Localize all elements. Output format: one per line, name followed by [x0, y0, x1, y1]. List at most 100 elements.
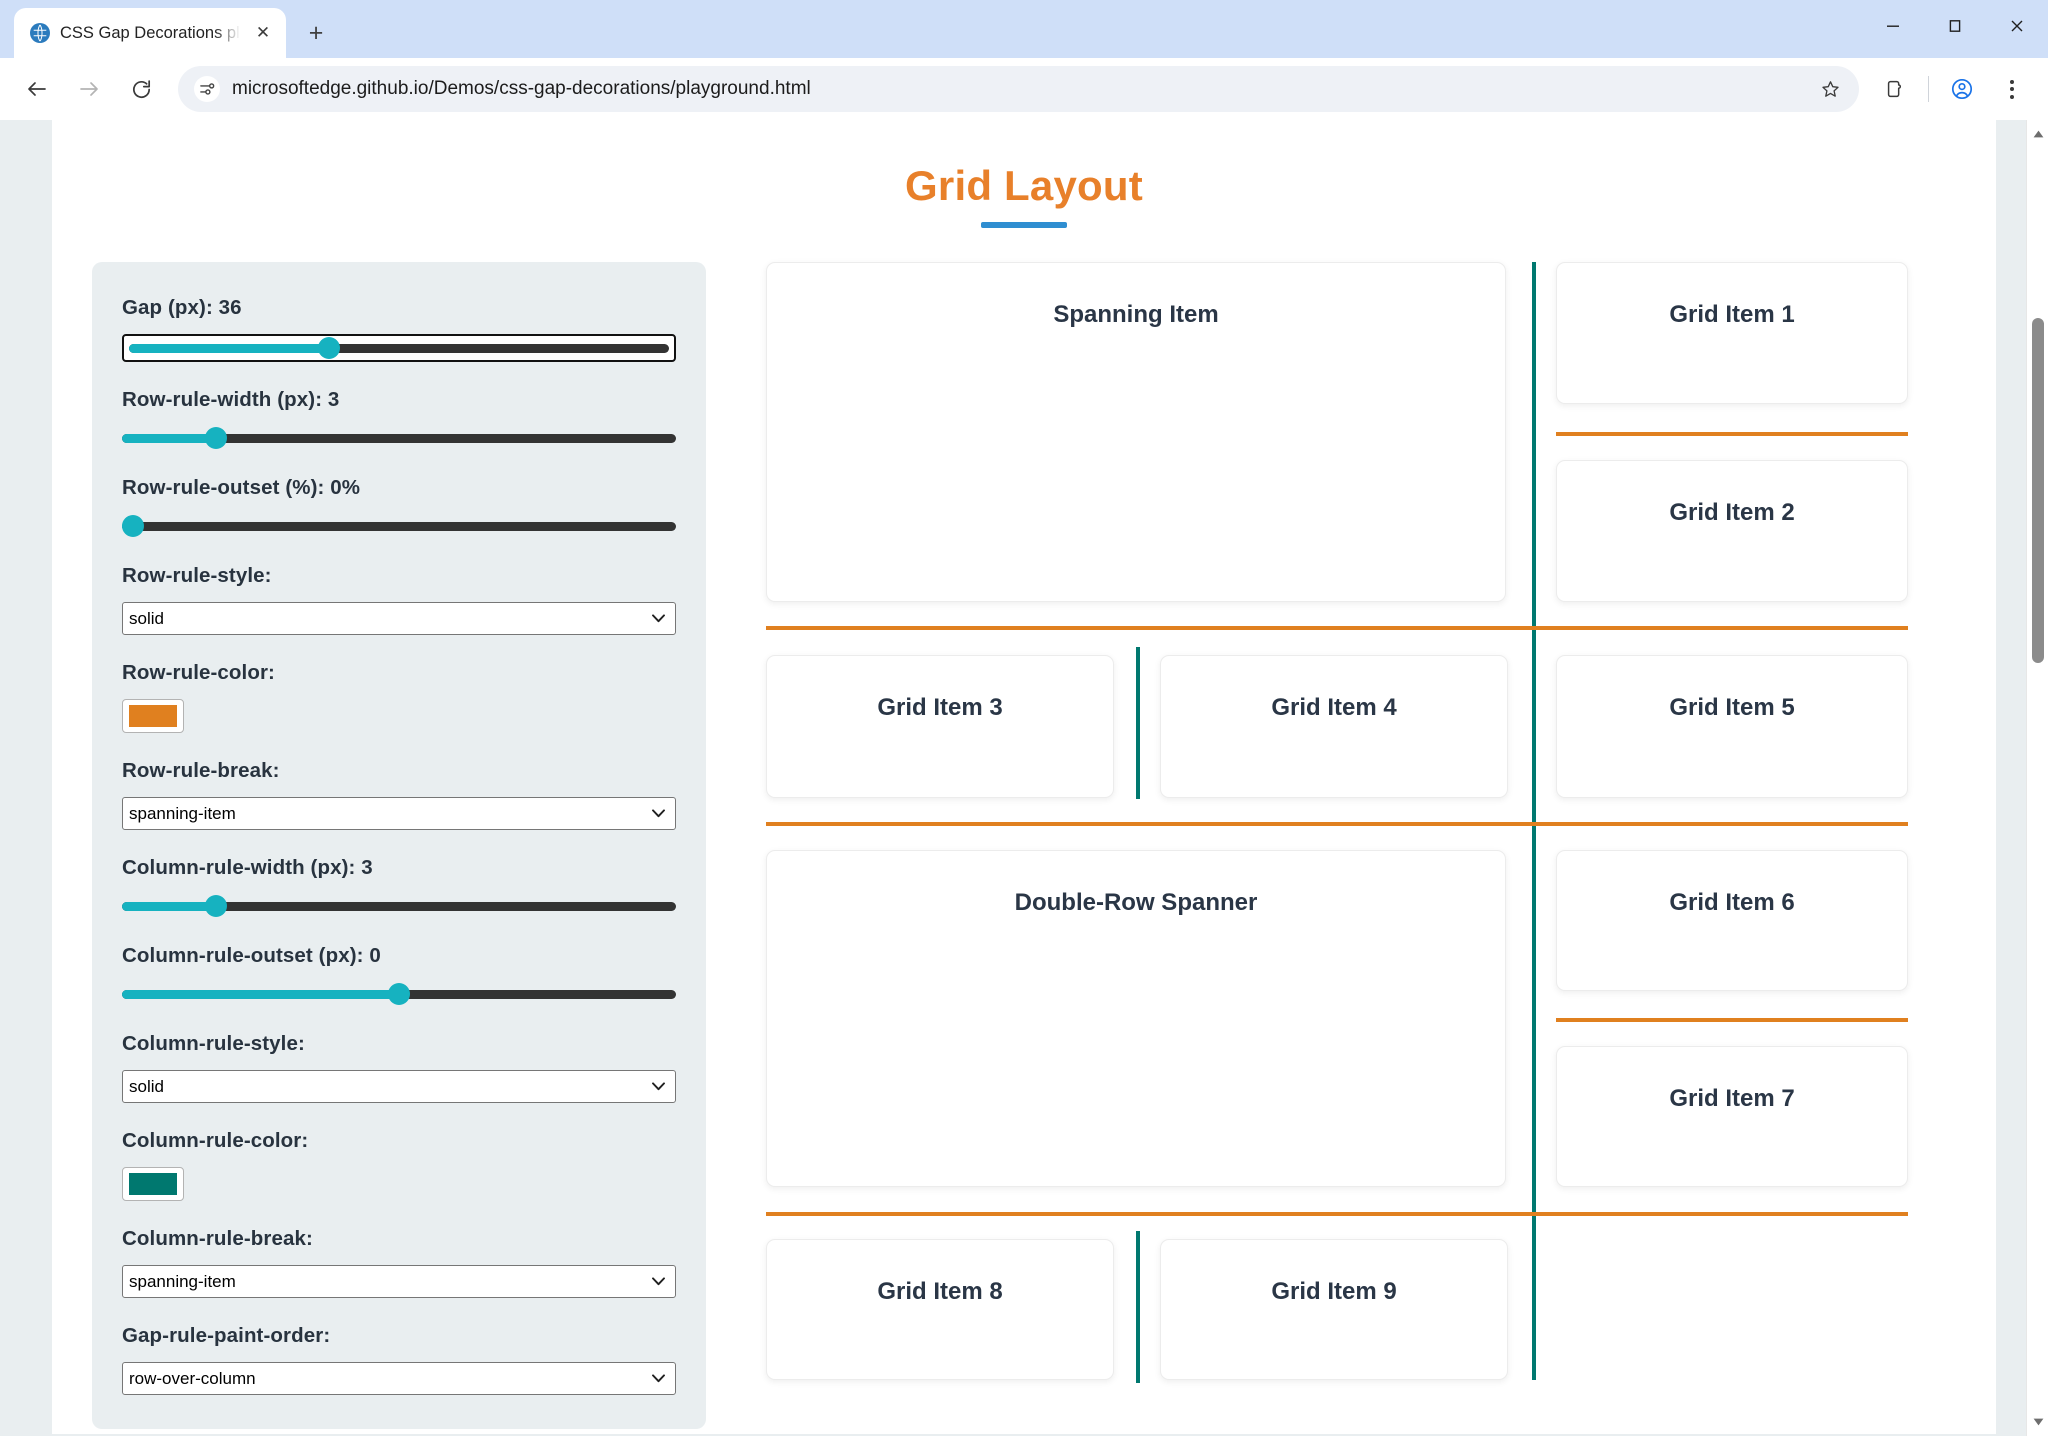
column-rule [1532, 262, 1536, 1380]
browser-titlebar: CSS Gap Decorations playground ✕ + [0, 0, 2048, 58]
row-rule [766, 626, 1908, 630]
control-column-rule-outset: Column-rule-outset (px): 0 [122, 944, 676, 1006]
grid-cell-label: Grid Item 6 [1669, 889, 1795, 916]
select-wrap-column-rule-break: nonespanning-itemintersection [122, 1265, 676, 1298]
select-column-rule-break[interactable]: nonespanning-itemintersection [122, 1265, 676, 1298]
browser-tab[interactable]: CSS Gap Decorations playground ✕ [14, 8, 286, 58]
control-label-row-rule-color: Row-rule-color: [122, 661, 275, 684]
slider-column-rule-outset[interactable] [122, 982, 676, 1006]
control-label-column-rule-outset: Column-rule-outset (px): 0 [122, 944, 381, 967]
control-label-column-rule-style: Column-rule-style: [122, 1032, 305, 1055]
row-rule [1556, 1018, 1908, 1022]
select-wrap-row-rule-style: nonesoliddasheddotteddoublegrooveridgein… [122, 602, 676, 635]
grid-cell-label: Double-Row Spanner [1014, 889, 1258, 916]
control-row-rule-outset: Row-rule-outset (%): 0% [122, 476, 676, 538]
row-rule [1556, 432, 1908, 436]
page-scrollbar[interactable] [2026, 120, 2048, 1436]
grid-cell-label: Grid Item 5 [1669, 694, 1795, 721]
color-swatch-column-rule-color[interactable] [122, 1167, 184, 1201]
control-row-rule-break: Row-rule-break: nonespanning-itemintersec… [122, 759, 676, 830]
slider-gap[interactable] [122, 334, 676, 362]
window-controls [1862, 0, 2048, 52]
control-gap: Gap (px): 36 [122, 296, 676, 362]
back-arrow-icon[interactable] [14, 66, 60, 112]
page-title: Grid Layout [905, 162, 1143, 209]
control-label-row-rule-break: Row-rule-break: [122, 759, 280, 782]
slider-thumb[interactable] [388, 983, 410, 1005]
slider-row-rule-outset[interactable] [122, 514, 676, 538]
maximize-icon[interactable] [1924, 0, 1986, 52]
control-column-rule-color: Column-rule-color: [122, 1129, 676, 1201]
select-row-rule-break[interactable]: nonespanning-itemintersection [122, 797, 676, 830]
star-icon[interactable] [1813, 72, 1847, 106]
slider-thumb[interactable] [205, 427, 228, 449]
grid-cell: Grid Item 2 [1556, 460, 1908, 602]
grid-cell-label: Grid Item 9 [1271, 1278, 1397, 1305]
control-label-row-rule-width: Row-rule-width (px): 3 [122, 388, 340, 411]
grid-cell-label: Grid Item 8 [877, 1278, 1003, 1305]
kebab-menu-icon[interactable] [1990, 66, 2034, 112]
slider-track [122, 521, 676, 531]
grid-cell: Grid Item 8 [766, 1239, 1114, 1380]
select-wrap-gap-rule-paint-order: row-over-columncolumn-over-row [122, 1362, 676, 1395]
control-column-rule-style: Column-rule-style: nonesoliddasheddottedd… [122, 1032, 676, 1103]
reload-icon[interactable] [118, 66, 164, 112]
toolbar-divider [1928, 76, 1929, 102]
control-label-row-rule-style: Row-rule-style: [122, 564, 272, 587]
slider-thumb[interactable] [122, 515, 145, 537]
new-tab-button[interactable]: + [308, 18, 324, 47]
tab-title: CSS Gap Decorations playground [60, 23, 240, 42]
scroll-up-arrow-icon[interactable] [2027, 124, 2048, 144]
close-icon[interactable] [1986, 0, 2048, 52]
url-text: microsoftedge.github.io/Demos/css-gap-de… [232, 78, 811, 99]
site-info-icon[interactable] [194, 76, 220, 102]
control-row-rule-width: Row-rule-width (px): 3 [122, 388, 676, 450]
scrollbar-thumb[interactable] [2032, 318, 2044, 663]
control-row-rule-style: Row-rule-style: nonesoliddasheddotteddoub… [122, 564, 676, 635]
slider-track [129, 343, 669, 353]
select-row-rule-style[interactable]: nonesoliddasheddotteddoublegrooveridgein… [122, 602, 676, 635]
control-label-row-rule-outset: Row-rule-outset (%): 0% [122, 476, 361, 499]
address-bar[interactable]: microsoftedge.github.io/Demos/css-gap-de… [178, 66, 1859, 112]
control-label-gap-rule-paint-order: Gap-rule-paint-order: [122, 1324, 331, 1347]
minimize-icon[interactable] [1862, 0, 1924, 52]
globe-icon [30, 23, 50, 43]
control-column-rule-width: Column-rule-width (px): 3 [122, 856, 676, 918]
control-row-rule-color: Row-rule-color: [122, 661, 676, 733]
web-page: Grid Layout Gap (px): 36 Row-rule-width (… [52, 120, 1996, 1434]
grid-cell: Double-Row Spanner [766, 850, 1506, 1187]
grid-cell: Grid Item 9 [1160, 1239, 1508, 1380]
slider-track [122, 901, 676, 911]
control-label-gap: Gap (px): 36 [122, 296, 242, 319]
color-swatch-row-rule-color[interactable] [122, 699, 184, 733]
select-column-rule-style[interactable]: nonesoliddasheddotteddoublegrooveridgein… [122, 1070, 676, 1103]
slider-thumb[interactable] [317, 337, 340, 359]
control-label-column-rule-width: Column-rule-width (px): 3 [122, 856, 373, 879]
slider-row-rule-width[interactable] [122, 426, 676, 450]
row-rule [766, 822, 1908, 826]
grid-demo: Spanning Item Grid Item 1 Grid Item 2 Grid … [766, 262, 1956, 1383]
grid-cell: Grid Item 6 [1556, 850, 1908, 991]
slider-column-rule-width[interactable] [122, 894, 676, 918]
controls-panel: Gap (px): 36 Row-rule-width (px): 3 Row-ru… [92, 262, 706, 1429]
grid-cell: Grid Item 3 [766, 655, 1114, 798]
profile-icon[interactable] [1940, 66, 1984, 112]
title-underline [981, 222, 1067, 228]
grid-cell: Spanning Item [766, 262, 1506, 602]
forward-arrow-icon[interactable] [66, 66, 112, 112]
slider-fill [122, 901, 217, 911]
color-swatch-fill [129, 705, 177, 727]
tab-close-icon[interactable]: ✕ [255, 23, 271, 42]
grid-cell: Grid Item 5 [1556, 655, 1908, 798]
browser-toolbar: microsoftedge.github.io/Demos/css-gap-de… [0, 58, 2048, 120]
scroll-down-arrow-icon[interactable] [2027, 1412, 2048, 1432]
slider-thumb[interactable] [205, 895, 228, 917]
extensions-icon[interactable] [1873, 66, 1917, 112]
grid-cell-label: Grid Item 1 [1669, 301, 1795, 328]
select-wrap-row-rule-break: nonespanning-itemintersection [122, 797, 676, 830]
column-rule [1136, 1231, 1140, 1383]
grid-cell-label: Spanning Item [1053, 301, 1219, 328]
select-gap-rule-paint-order[interactable]: row-over-columncolumn-over-row [122, 1362, 676, 1395]
slider-fill [129, 343, 329, 353]
grid-cell-label: Grid Item 7 [1669, 1085, 1795, 1112]
